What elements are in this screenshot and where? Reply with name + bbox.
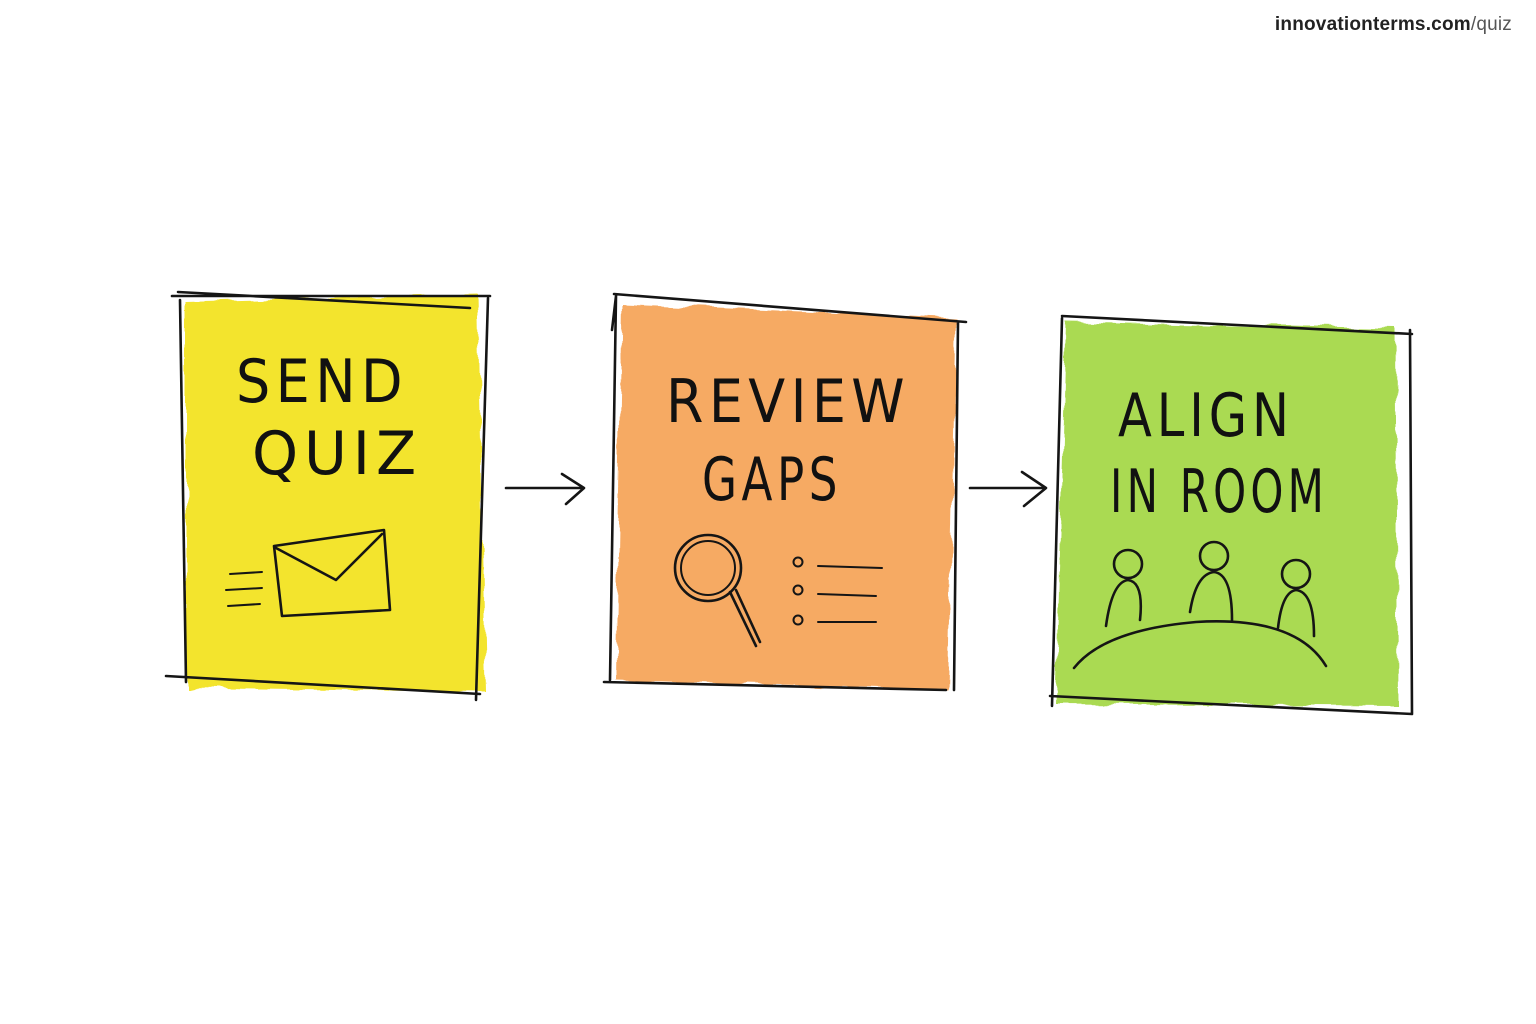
step-title-line1: REVIEW [666, 367, 910, 437]
step-card-outline [164, 290, 492, 702]
step-card-fill [186, 294, 486, 692]
step-title-line2: QUIZ [252, 419, 422, 489]
step-card-outline [1048, 314, 1414, 716]
arrow-right-icon [968, 470, 1048, 508]
magnifier-checklist-icon [673, 533, 883, 648]
credit-path: quiz [1476, 14, 1512, 35]
step-title-line1: SEND [236, 347, 408, 417]
step-card-outline [602, 292, 968, 692]
credit-domain: innovationterms.com [1274, 14, 1471, 35]
site-credit: innovationterms.com/quiz [1275, 14, 1512, 36]
step-title-line2: GAPS [702, 445, 842, 515]
arrow-right-icon [504, 472, 586, 506]
step-send-quiz: SEND QUIZ [164, 290, 492, 702]
step-title-line2: IN ROOM [1110, 457, 1328, 527]
step-align-in-room: ALIGN IN ROOM [1048, 314, 1414, 716]
step-title-line1: ALIGN [1118, 381, 1294, 451]
envelope-icon [225, 528, 392, 618]
step-review-gaps: REVIEW GAPS [602, 292, 968, 692]
people-table-icon [1072, 540, 1328, 670]
credit-separator: / [1470, 14, 1477, 35]
